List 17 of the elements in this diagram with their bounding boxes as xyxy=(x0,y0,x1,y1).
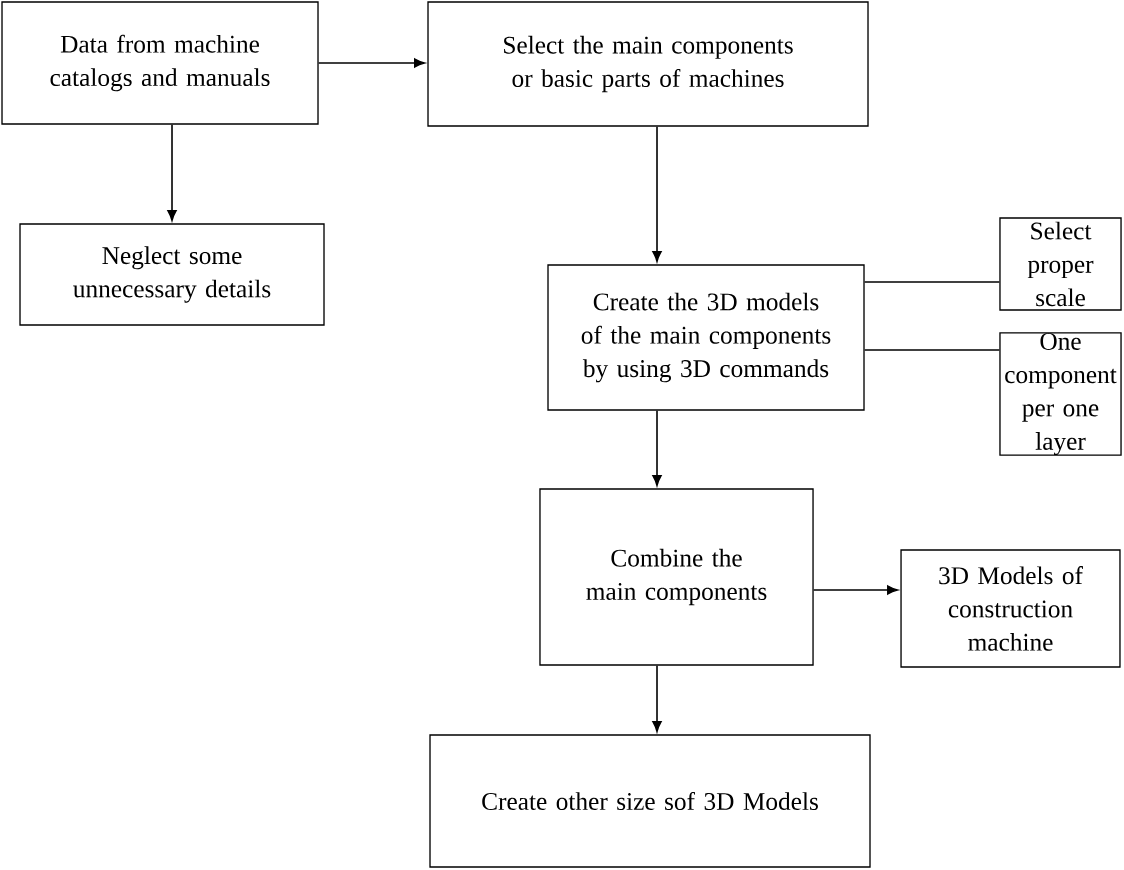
process-box: One component per one layer xyxy=(999,332,1122,456)
arrow xyxy=(317,58,426,68)
process-box: Create the 3D models of the main components by using 3D commands xyxy=(547,264,865,411)
arrow xyxy=(652,125,662,262)
process-box: Combine the main components xyxy=(539,488,814,666)
process-box: Select the main components or basic parts of machines xyxy=(427,1,869,127)
process-box: Create other size sof 3D Models xyxy=(429,734,871,868)
process-box: Neglect some unnecessary details xyxy=(19,223,325,326)
arrow xyxy=(652,664,662,733)
process-box: 3D Models of construction machine xyxy=(900,549,1121,668)
process-box: Select proper scale xyxy=(999,217,1122,311)
connector-line xyxy=(863,281,1001,283)
arrow xyxy=(652,409,662,487)
arrow xyxy=(812,585,899,595)
process-box: Data from machine catalogs and manuals xyxy=(1,1,319,125)
connector-line xyxy=(863,349,1001,351)
arrow xyxy=(167,123,177,221)
